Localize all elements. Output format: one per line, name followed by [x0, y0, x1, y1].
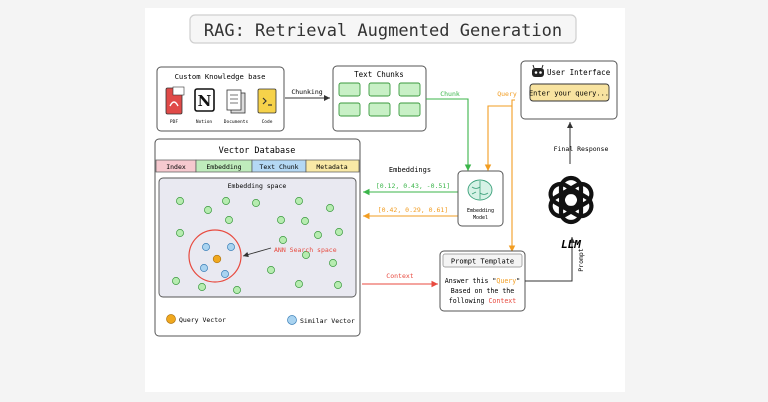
diagram-canvas: RAG: Retrieval Augmented Generation Cust… — [145, 8, 625, 392]
legend-query-swatch — [166, 314, 176, 324]
prompt-line-3: following Context — [449, 297, 517, 305]
column-index-label: Index — [166, 163, 186, 171]
prompt-label: Prompt — [577, 248, 585, 272]
title-box — [189, 14, 577, 44]
query-input-placeholder: Enter your query... — [529, 90, 609, 98]
chunk-label: Chunk — [440, 90, 460, 98]
prompt-line-1-pre: Answer this " — [445, 277, 497, 285]
brain-icon — [467, 179, 493, 201]
column-text-chunk-label: Text Chunk — [259, 163, 298, 171]
similar-vectors — [200, 243, 235, 278]
page-title: RAG: Retrieval Augmented Generation — [204, 21, 562, 41]
query-vector-label: [0.42, 0.29, 0.61] — [378, 206, 448, 214]
column-metadata — [305, 159, 360, 173]
vector-db-title: Vector Database — [219, 146, 296, 156]
prompt-line-1: Answer this "Query" — [445, 277, 520, 285]
knowledge-base-box — [156, 66, 285, 132]
chunking-label: Chunking — [291, 88, 322, 96]
query-arrow-to-model — [484, 105, 512, 171]
legend-similar-label: Similar Vector — [300, 317, 355, 325]
ann-search-circle — [188, 229, 242, 283]
embedding-dots — [172, 197, 343, 294]
query-arrow-to-prompt — [508, 99, 516, 252]
column-embedding-label: Embedding — [206, 163, 241, 171]
documents-icon — [226, 89, 246, 114]
prompt-template-title: Prompt Template — [451, 258, 514, 266]
prompt-line-1-post: " — [516, 277, 520, 285]
query-label: Query — [497, 90, 517, 98]
query-input[interactable] — [529, 83, 610, 102]
chunk-grid — [338, 82, 421, 117]
prompt-line-2: Based on the the — [451, 287, 515, 295]
source-label-pdf: PDF — [170, 119, 178, 125]
pdf-icon — [165, 86, 185, 115]
legend-similar-swatch — [287, 315, 297, 325]
prompt-context-word: Context — [488, 297, 516, 305]
embeddings-label: Embeddings — [389, 166, 431, 174]
chunk-vector-label: [0.12, 0.43, -0.51] — [376, 182, 450, 190]
llm-label: LLM — [561, 238, 581, 251]
knowledge-base-title: Custom Knowledge base — [175, 72, 266, 81]
ann-pointer-arrow — [242, 247, 272, 258]
embedding-model-label-2: Model — [473, 215, 488, 221]
robot-icon — [532, 64, 544, 77]
ann-search-label: ANN Search space — [274, 246, 337, 254]
chunk-arrow — [426, 98, 472, 171]
context-label: Context — [386, 272, 413, 280]
embedding-space-label: Embedding space — [228, 182, 287, 190]
source-label-notion: Notion — [196, 119, 213, 125]
user-interface-title: User Interface — [547, 68, 611, 77]
text-chunks-title: Text Chunks — [354, 70, 404, 79]
prompt-query-word: Query — [496, 277, 516, 285]
query-vector-dot — [212, 254, 222, 264]
notion-icon: N — [194, 88, 215, 112]
embedding-space — [158, 177, 357, 298]
legend-query-label: Query Vector — [179, 316, 226, 324]
prompt-line-3-pre: following — [449, 297, 489, 305]
source-label-documents: Documents — [224, 119, 249, 125]
source-label-code: Code — [262, 119, 273, 125]
openai-icon — [548, 175, 594, 225]
code-icon — [257, 88, 277, 114]
prompt-arrow — [525, 237, 575, 282]
svg-text:N: N — [198, 92, 212, 110]
final-response-label: Final Response — [554, 145, 609, 153]
prompt-template-header — [442, 253, 523, 268]
column-metadata-label: Metadata — [316, 163, 347, 171]
diagram-svg: RAG: Retrieval Augmented Generation Cust… — [154, 14, 618, 337]
embedding-model-label-1: Embedding — [467, 208, 494, 214]
